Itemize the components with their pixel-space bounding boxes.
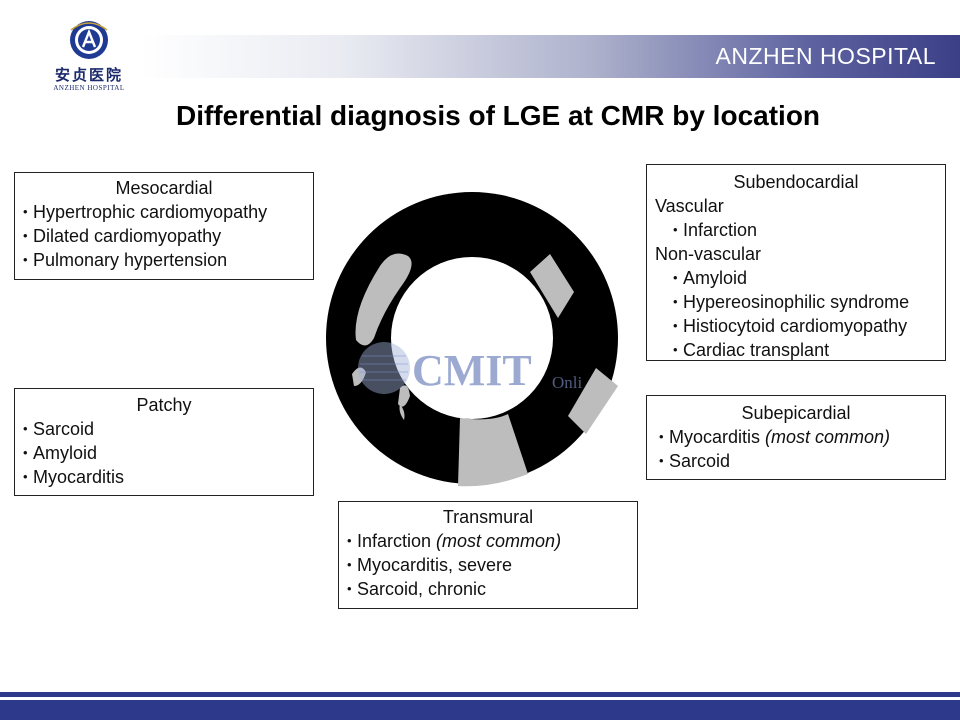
logo-chinese-text: 安贞医院 bbox=[54, 66, 123, 84]
transmural-heading: Transmural bbox=[442, 507, 534, 527]
list-item: Hypertrophic cardiomyopathy bbox=[23, 200, 305, 224]
list-item: Amyloid bbox=[655, 266, 937, 290]
subepicardial-lge-region bbox=[568, 368, 618, 434]
list-item: Sarcoid, chronic bbox=[347, 577, 629, 601]
transmural-lge-region bbox=[458, 414, 528, 487]
mesocardial-heading: Mesocardial bbox=[115, 178, 213, 198]
list-item: Hypereosinophilic syndrome bbox=[655, 290, 937, 314]
list-item: Infarction (most common) bbox=[347, 529, 629, 553]
mesocardial-list: Hypertrophic cardiomyopathy Dilated card… bbox=[23, 200, 305, 272]
subepicardial-heading: Subepicardial bbox=[741, 403, 851, 423]
myocardium-ring-diagram bbox=[326, 192, 618, 487]
group-label-vascular: Vascular bbox=[655, 196, 724, 216]
list-item: Sarcoid bbox=[23, 417, 305, 441]
header-band bbox=[140, 35, 960, 78]
subepicardial-list: Myocarditis (most common) Sarcoid bbox=[659, 425, 933, 473]
patchy-lge-spot bbox=[399, 404, 405, 420]
list-item: Infarction bbox=[655, 218, 937, 242]
patchy-list: Sarcoid Amyloid Myocarditis bbox=[23, 417, 305, 489]
list-item: Myocarditis bbox=[23, 465, 305, 489]
non-vascular-list: Amyloid Hypereosinophilic syndrome Histi… bbox=[655, 266, 937, 362]
footer-band bbox=[0, 700, 960, 720]
list-item: Myocarditis, severe bbox=[347, 553, 629, 577]
list-item: Pulmonary hypertension bbox=[23, 248, 305, 272]
subepicardial-box: Subepicardial Myocarditis (most common) … bbox=[646, 395, 946, 480]
hospital-logo-icon bbox=[70, 21, 108, 59]
mesocardial-box: Mesocardial Hypertrophic cardiomyopathy … bbox=[14, 172, 314, 280]
item-text: Infarction bbox=[357, 531, 437, 551]
mesocardial-lge-region bbox=[355, 253, 412, 346]
page-title: Differential diagnosis of LGE at CMR by … bbox=[175, 100, 821, 131]
subendocardial-lge-region bbox=[530, 254, 574, 318]
list-item: Amyloid bbox=[23, 441, 305, 465]
transmural-list: Infarction (most common) Myocarditis, se… bbox=[347, 529, 629, 601]
subendocardial-heading: Subendocardial bbox=[733, 172, 859, 192]
patchy-heading: Patchy bbox=[136, 395, 192, 415]
footer-line bbox=[0, 692, 960, 697]
transmural-box: Transmural Infarction (most common) Myoc… bbox=[338, 501, 638, 609]
list-item: Histiocytoid cardiomyopathy bbox=[655, 314, 937, 338]
patchy-lge-spot bbox=[398, 385, 410, 407]
list-item: Dilated cardiomyopathy bbox=[23, 224, 305, 248]
vascular-list: Infarction bbox=[655, 218, 937, 242]
item-note: (most common) bbox=[436, 531, 562, 551]
subendocardial-box: Subendocardial Vascular Infarction Non-v… bbox=[646, 164, 946, 361]
watermark-text: CMIT bbox=[412, 346, 532, 395]
item-text: Myocarditis bbox=[669, 427, 766, 447]
watermark-suffix: Onli bbox=[552, 373, 583, 392]
list-item: Sarcoid bbox=[659, 449, 933, 473]
list-item: Myocarditis (most common) bbox=[659, 425, 933, 449]
group-label-non-vascular: Non-vascular bbox=[655, 244, 762, 264]
list-item: Cardiac transplant bbox=[655, 338, 937, 362]
hospital-name: ANZHEN HOSPITAL bbox=[715, 43, 936, 69]
cmit-watermark: CMIT Onli bbox=[358, 342, 583, 395]
logo-english-text: ANZHEN HOSPITAL bbox=[53, 84, 125, 92]
item-note: (most common) bbox=[765, 427, 891, 447]
patchy-box: Patchy Sarcoid Amyloid Myocarditis bbox=[14, 388, 314, 496]
